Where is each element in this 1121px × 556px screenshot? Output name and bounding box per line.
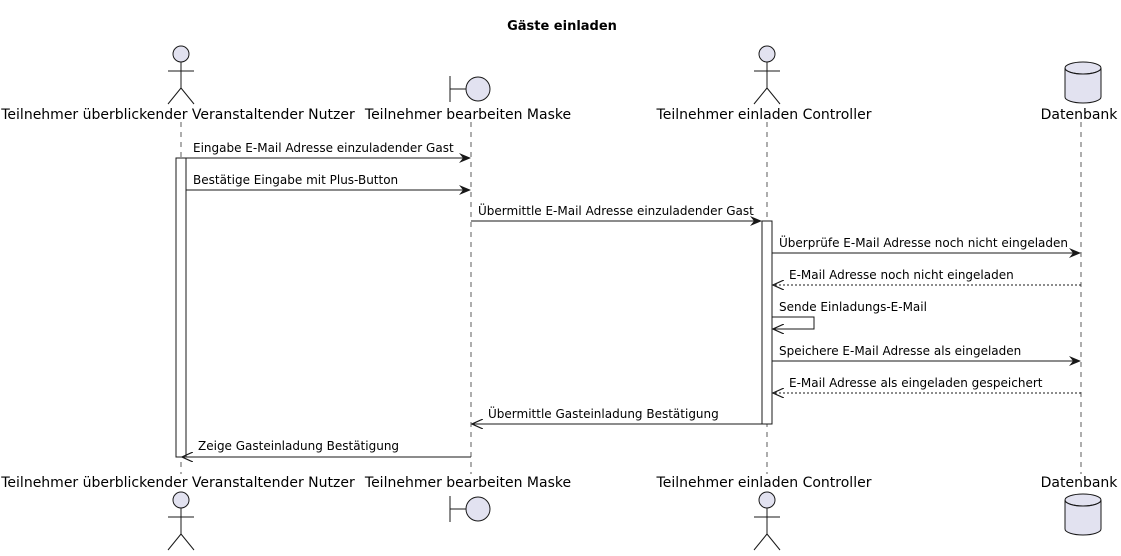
participant-name-db-bottom: Datenbank (1041, 475, 1119, 491)
message-label: Speichere E-Mail Adresse als eingeladen (779, 344, 1021, 358)
message-label: Sende Einladungs-E-Mail (779, 300, 927, 314)
message-2: Bestätige Eingabe mit Plus-Button (186, 173, 471, 195)
message-label: Übermittle E-Mail Adresse einzuladender … (478, 202, 754, 218)
self-message-arrow (772, 316, 815, 329)
actor-icon (167, 491, 195, 551)
message-8: E-Mail Adresse als eingeladen gespeicher… (773, 376, 1081, 393)
message-5: E-Mail Adresse noch nicht eingeladen (773, 268, 1081, 285)
participant-name-mask: Teilnehmer bearbeiten Maske (364, 107, 571, 123)
actor-icon (167, 45, 195, 105)
message-label: E-Mail Adresse als eingeladen gespeicher… (789, 376, 1043, 390)
database-icon (1064, 493, 1102, 536)
activation-bar-ctrl (761, 220, 773, 425)
database-icon (1064, 61, 1102, 104)
participant-name-db: Datenbank (1041, 107, 1119, 123)
participant-name-user-bottom: Teilnehmer überblickender Veranstaltende… (0, 475, 355, 491)
participant-name-ctrl: Teilnehmer einladen Controller (656, 107, 872, 123)
boundary-icon (449, 76, 491, 102)
message-6: Sende Einladungs-E-Mail (772, 300, 927, 329)
boundary-icon (449, 496, 491, 522)
diagram-title: Gäste einladen (507, 19, 617, 34)
message-1: Eingabe E-Mail Adresse einzuladender Gas… (186, 141, 471, 163)
message-7: Speichere E-Mail Adresse als eingeladen (772, 344, 1081, 366)
message-9: Übermittle Gasteinladung Bestätigung (472, 405, 762, 424)
participant-name-ctrl-bottom: Teilnehmer einladen Controller (656, 475, 872, 491)
message-3: Übermittle E-Mail Adresse einzuladender … (471, 202, 762, 226)
message-label: Übermittle Gasteinladung Bestätigung (488, 405, 719, 421)
participant-name-mask-bottom: Teilnehmer bearbeiten Maske (364, 475, 571, 491)
message-label: Zeige Gasteinladung Bestätigung (198, 439, 399, 453)
message-10: Zeige Gasteinladung Bestätigung (182, 439, 471, 457)
message-label: Eingabe E-Mail Adresse einzuladender Gas… (193, 141, 454, 155)
actor-icon (753, 491, 781, 551)
message-label: E-Mail Adresse noch nicht eingeladen (789, 268, 1014, 282)
message-label: Überprüfe E-Mail Adresse noch nicht eing… (779, 234, 1068, 250)
message-4: Überprüfe E-Mail Adresse noch nicht eing… (772, 234, 1081, 258)
activation-bar-user (175, 157, 187, 458)
participant-name-user: Teilnehmer überblickender Veranstaltende… (0, 107, 355, 123)
message-label: Bestätige Eingabe mit Plus-Button (193, 173, 398, 187)
actor-icon (753, 45, 781, 105)
